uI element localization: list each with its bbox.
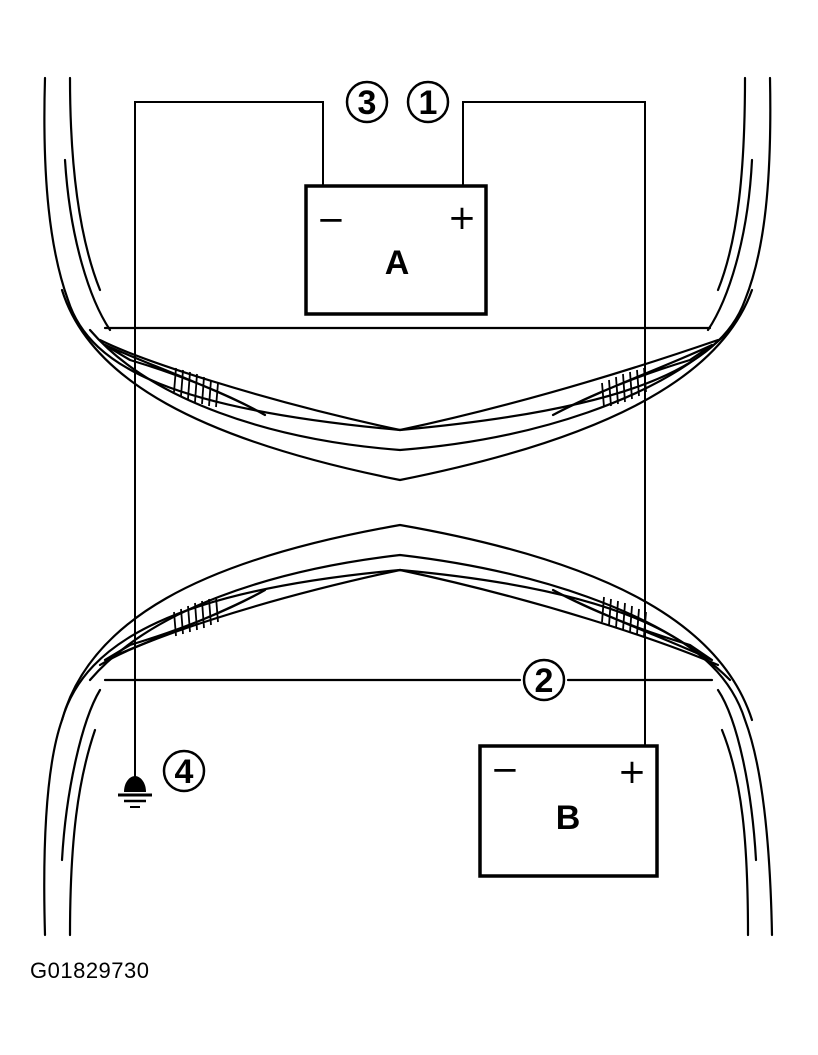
callout-3: 3 — [345, 80, 389, 124]
cable-3 — [134, 101, 324, 778]
cable-1 — [462, 101, 646, 746]
battery-a-negative-terminal: − — [317, 200, 346, 240]
vehicle-b-outline — [43, 523, 774, 937]
vehicle-a-hatching — [173, 367, 647, 408]
battery-a-positive-terminal: + — [448, 198, 477, 238]
jumper-cables — [134, 101, 646, 778]
vehicle-b-hatching — [173, 596, 647, 637]
battery-b-label: B — [556, 799, 581, 837]
svg-text:1: 1 — [419, 84, 438, 122]
battery-b-positive-terminal: + — [618, 752, 647, 792]
battery-b: − + B — [478, 744, 659, 878]
battery-b-negative-terminal: − — [491, 750, 520, 790]
callout-4: 4 — [162, 749, 206, 793]
svg-text:3: 3 — [358, 84, 377, 122]
callout-2: 2 — [522, 658, 566, 702]
svg-text:2: 2 — [535, 662, 554, 700]
vehicle-a-outline — [43, 76, 772, 482]
battery-a: − + A — [304, 184, 488, 316]
ground-icon — [118, 776, 152, 808]
battery-a-label: A — [385, 244, 410, 282]
figure-code: G01829730 — [30, 958, 150, 983]
callout-1: 1 — [406, 80, 450, 124]
svg-text:4: 4 — [175, 753, 194, 791]
